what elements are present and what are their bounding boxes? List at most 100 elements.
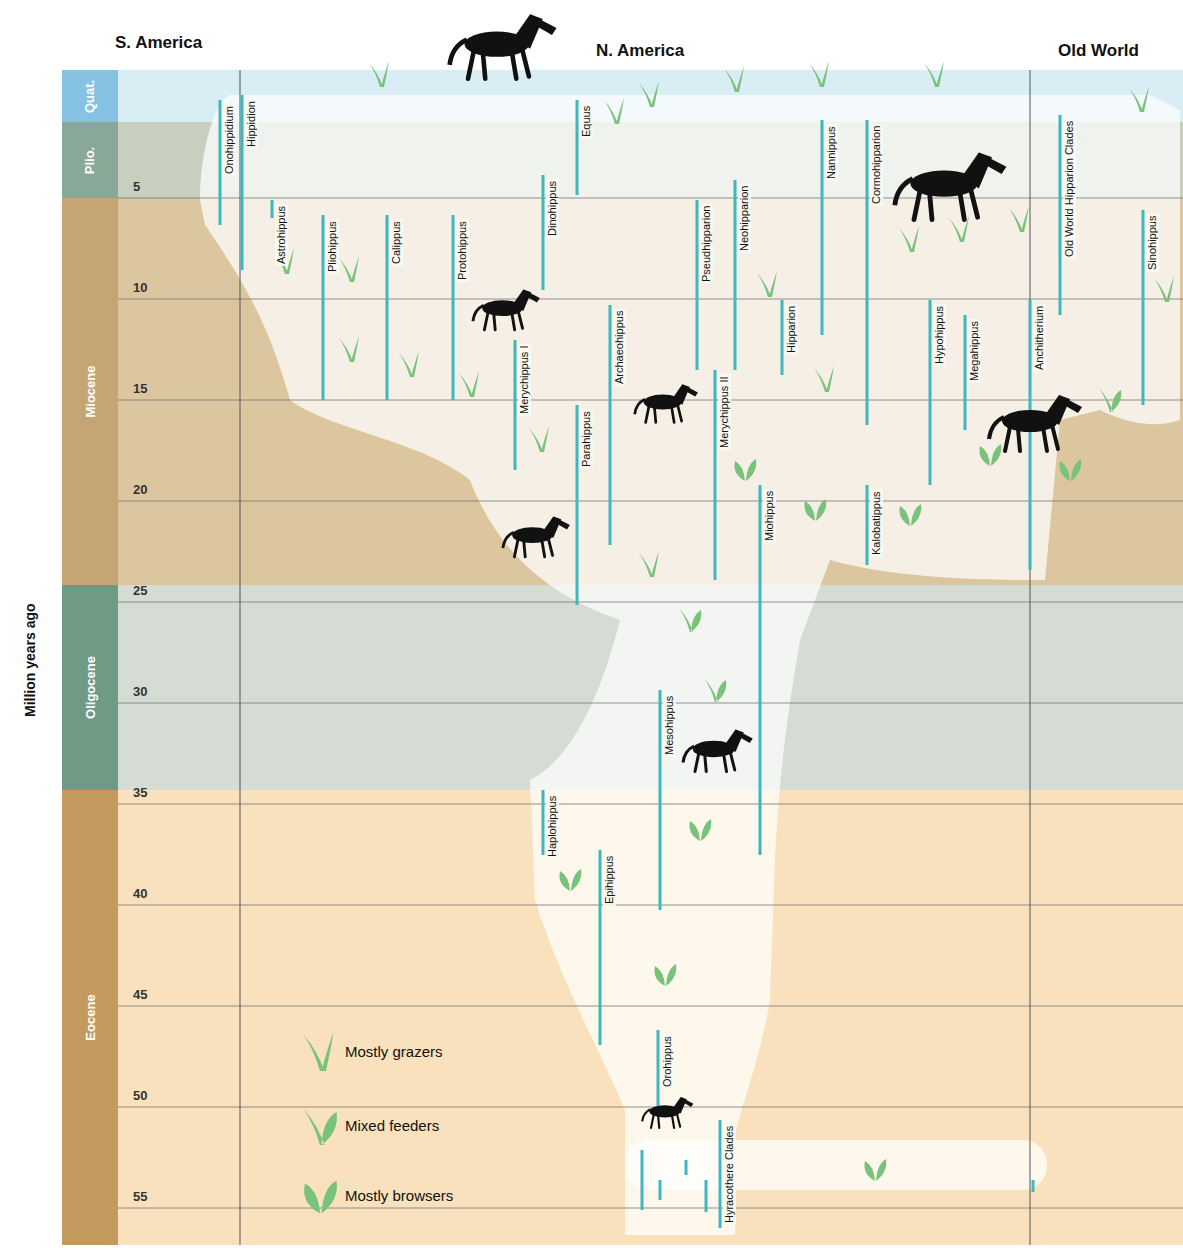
diet-icon: [1154, 276, 1174, 302]
grid-line: [118, 198, 1183, 199]
genus-range: [714, 370, 717, 580]
period-band: Miocene: [62, 198, 118, 585]
genus-name: Parahippus: [580, 409, 593, 469]
genus-range: [929, 300, 932, 485]
diet-icon: [804, 499, 826, 521]
genus-range: [734, 180, 737, 370]
diet-icon: [604, 98, 624, 124]
horse-silhouette: [635, 384, 698, 422]
horse-silhouettes: [450, 14, 1082, 1128]
genus-name: Sinohippus: [1146, 214, 1159, 272]
tick-label: 20: [133, 482, 147, 497]
diet-icon: [924, 61, 944, 87]
horse-silhouette: [683, 730, 753, 772]
genus-range: [866, 485, 869, 565]
grid-line: [118, 703, 1183, 704]
diet-icon: [809, 61, 829, 87]
horse-silhouette: [450, 14, 557, 78]
diet-icons: [274, 61, 1174, 1214]
grid-line: [118, 804, 1183, 805]
genus-name: Merychippus II: [718, 374, 731, 450]
genus-range: [271, 200, 274, 218]
genus-range: [452, 215, 455, 400]
genus-range: [576, 100, 579, 195]
axis-title: Million years ago: [22, 603, 38, 717]
genus-name: Calippus: [390, 219, 403, 266]
legend-text: Mostly browsers: [345, 1187, 453, 1204]
tick-label: 30: [133, 684, 147, 699]
genus-name: Miohippus: [763, 489, 776, 543]
region-heading: N. America: [596, 41, 684, 61]
genus-range: [514, 340, 517, 470]
genus-range: [322, 215, 325, 400]
horse-silhouette: [473, 289, 540, 329]
genus-range: [599, 850, 602, 1045]
region-divider: [1030, 70, 1031, 1245]
grid-line: [118, 1107, 1183, 1108]
genus-name: Equus: [580, 104, 593, 139]
diet-icon: [459, 371, 479, 397]
diet-icon: [369, 61, 389, 87]
genus-range: [1029, 300, 1032, 570]
clade-outline: [625, 1140, 1047, 1190]
region-heading: Old World: [1058, 41, 1139, 61]
diet-icon: [689, 819, 711, 841]
genus-range: [964, 315, 967, 430]
genus-name: Hipparion: [785, 304, 798, 355]
genus-name: Old World Hipparion Clades: [1063, 119, 1076, 259]
diet-icon: [704, 678, 726, 702]
tick-label: 35: [133, 785, 147, 800]
diet-icon: [899, 226, 919, 252]
genus-name: Dinohippus: [546, 179, 559, 238]
genus-name: Kalobatippus: [870, 489, 883, 557]
period-name: Eocene: [83, 994, 98, 1040]
genus-name: Onohippidium: [223, 104, 236, 176]
genus-name: Hypohippus: [933, 304, 946, 366]
diet-icon: [864, 1159, 886, 1181]
genus-name: Nannippus: [825, 124, 838, 181]
diet-icon: [304, 1109, 337, 1145]
diet-icon: [339, 256, 359, 282]
genus-name: Orohippus: [661, 1034, 674, 1089]
genus-range: [542, 790, 545, 855]
diet-icon: [1099, 388, 1121, 412]
horse-silhouette: [989, 395, 1082, 451]
diet-icon: [639, 81, 659, 107]
period-grounds: [118, 70, 1183, 1245]
diet-icon: [724, 66, 744, 92]
genus-name: Merychippus I: [518, 344, 531, 416]
horse-silhouette: [895, 152, 1007, 219]
grid-line: [118, 1006, 1183, 1007]
diet-icon: [304, 1032, 334, 1071]
diet-icon: [1059, 459, 1081, 481]
legend-text: Mostly grazers: [345, 1043, 443, 1060]
genus-range: [821, 120, 824, 335]
time-grid: [118, 198, 1183, 1208]
period-band: Plio.: [62, 122, 118, 198]
genus-range: [719, 1120, 722, 1228]
tick-label: 55: [133, 1189, 147, 1204]
genus-name: Hyracothere Clades: [723, 1124, 736, 1225]
genus-range: [866, 120, 869, 425]
diet-icon: [639, 551, 659, 577]
genus-name: Megahippus: [968, 319, 981, 383]
genus-ranges: [220, 95, 1143, 1228]
clade-outline: [200, 95, 1180, 1235]
tick-label: 10: [133, 280, 147, 295]
diet-icon: [559, 869, 581, 891]
genus-name: Astrohippus: [275, 204, 288, 266]
diet-icon: [1129, 86, 1149, 112]
genus-name: Hippidion: [245, 99, 258, 149]
tick-label: 40: [133, 886, 147, 901]
period-band: Eocene: [62, 790, 118, 1245]
period-name: Miocene: [82, 365, 97, 417]
period-name: Plio.: [82, 146, 97, 173]
diet-icon: [899, 504, 921, 526]
period-band: Quat.: [62, 70, 118, 122]
genus-name: Haplohippus: [546, 794, 559, 859]
grid-line: [118, 905, 1183, 906]
tick-label: 5: [133, 179, 140, 194]
tick-label: 45: [133, 987, 147, 1002]
legend-text: Mixed feeders: [345, 1117, 439, 1134]
